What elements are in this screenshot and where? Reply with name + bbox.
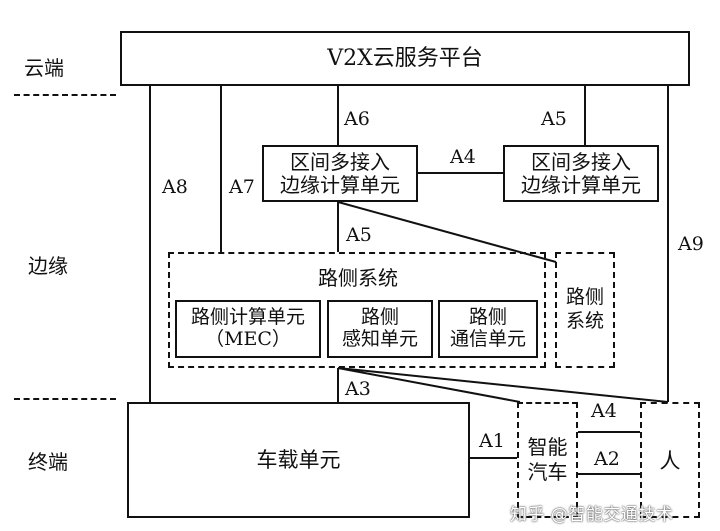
smart-car-line1: 智能 — [527, 435, 568, 459]
edge-unit-left-line2: 边缘计算单元 — [280, 172, 400, 197]
label-a8: A8 — [162, 176, 188, 198]
label-a1: A1 — [479, 430, 505, 452]
separator-cloud-edge — [14, 94, 116, 96]
label-a2: A2 — [594, 448, 620, 470]
edge-unit-right-line2: 边缘计算单元 — [521, 172, 641, 197]
edge-unit-right-line1: 区间多接入 — [531, 149, 631, 174]
label-a4-edge: A4 — [450, 146, 476, 168]
smart-car-line2: 汽车 — [527, 460, 568, 484]
roadside-mec-line2: （MEC） — [205, 328, 291, 350]
roadside-system-right: 路侧 系统 — [555, 252, 615, 368]
label-a5-top: A5 — [541, 108, 567, 130]
label-a3: A3 — [345, 378, 371, 400]
roadside-sensing-line2: 感知单元 — [341, 328, 418, 350]
separator-edge-terminal — [14, 398, 116, 400]
edge-unit-right: 区间多接入 边缘计算单元 — [503, 145, 659, 202]
roadside-system-group — [168, 252, 546, 368]
watermark-text: 知乎 @智能交通技术 — [510, 505, 674, 525]
roadside-right-line2: 系统 — [565, 310, 604, 332]
roadside-mec-line1: 路侧计算单元 — [190, 306, 305, 329]
roadside-comm-line2: 通信单元 — [449, 328, 526, 350]
label-a4-terminal: A4 — [591, 400, 617, 422]
diag-roadside-car — [337, 367, 521, 403]
vehicle-unit: 车载单元 — [127, 402, 470, 518]
layer-label-terminal: 终端 — [28, 450, 68, 474]
label-a5-mid: A5 — [346, 224, 372, 246]
vehicle-unit-label: 车载单元 — [256, 447, 341, 472]
roadside-sensing-line1: 路侧 — [360, 306, 399, 329]
label-a6: A6 — [344, 108, 370, 130]
layer-label-cloud: 云端 — [24, 56, 64, 80]
label-a7: A7 — [229, 176, 255, 198]
v2x-cloud-platform: V2X云服务平台 — [120, 31, 690, 86]
roadside-system-title: 路侧系统 — [318, 266, 398, 290]
person: 人 — [640, 402, 700, 518]
label-a9: A9 — [678, 233, 704, 255]
roadside-comm-unit: 路侧 通信单元 — [438, 300, 538, 358]
layer-label-edge: 边缘 — [28, 254, 68, 278]
edge-unit-left-line1: 区间多接入 — [290, 149, 390, 174]
edge-unit-left: 区间多接入 边缘计算单元 — [262, 145, 418, 202]
v2x-cloud-platform-label: V2X云服务平台 — [327, 45, 483, 71]
roadside-mec-unit: 路侧计算单元 （MEC） — [175, 300, 321, 358]
smart-car: 智能 汽车 — [517, 402, 578, 518]
roadside-sensing-unit: 路侧 感知单元 — [327, 300, 433, 358]
roadside-right-line1: 路侧 — [565, 286, 604, 309]
person-label: 人 — [659, 449, 681, 473]
diag-roadside-person — [337, 367, 669, 403]
roadside-comm-line1: 路侧 — [468, 306, 507, 329]
